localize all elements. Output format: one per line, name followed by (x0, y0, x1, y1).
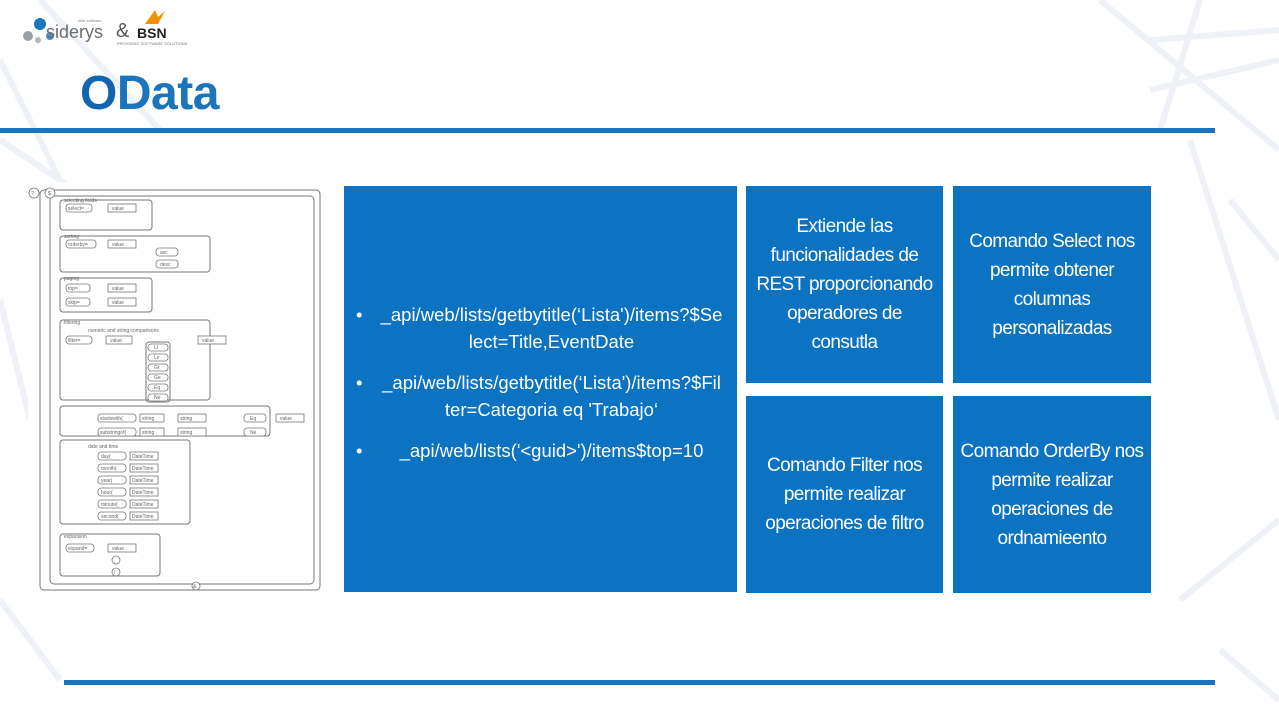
siderys-logo-icon (23, 18, 54, 43)
siderys-tagline: elite software (78, 18, 102, 23)
diagram-keyword: second( (101, 514, 119, 520)
diagram-value: string (180, 430, 192, 436)
diagram-punct: / (114, 570, 116, 576)
list-item: _api/web/lists/getbytitle(‘Lista')/items… (356, 301, 723, 355)
diagram-value: value (112, 242, 124, 248)
tile-orderby-command: Comando OrderBy nos permite realizar ope… (953, 396, 1151, 593)
diagram-section-label: sorting (64, 234, 79, 240)
logo: siderys elite software & BSN PROVIDING S… (20, 8, 200, 50)
diagram-operator: Eq (154, 385, 160, 391)
diagram-keyword: expand= (68, 546, 87, 552)
tile-select-command: Comando Select nos permite obtener colum… (953, 186, 1151, 383)
diagram-end-symbol: & (193, 584, 197, 590)
diagram-keyword: top= (68, 286, 78, 292)
title-initial: O (80, 67, 117, 120)
diagram-operator: Ne (154, 395, 161, 401)
bsn-tagline: PROVIDING SOFTWARE SOLUTIONS (117, 41, 188, 46)
diagram-start-symbol: ? (31, 191, 34, 197)
diagram-keyword: minute( (101, 502, 118, 508)
diagram-keyword: select= (68, 206, 84, 212)
title-underline (0, 128, 1215, 133)
diagram-keyword: month( (101, 466, 117, 472)
diagram-value: desc (160, 262, 171, 268)
diagram-keyword: year( (101, 478, 113, 484)
bsn-logo-icon (145, 10, 165, 24)
diagram-value: DateTime (132, 490, 154, 496)
diagram-value: DateTime (132, 466, 154, 472)
diagram-keyword: startswith( (100, 416, 123, 422)
diagram-value: value (112, 546, 124, 552)
diagram-value: value (280, 416, 292, 422)
diagram-keyword: hour( (101, 490, 113, 496)
diagram-section-label: filtering (64, 320, 80, 326)
query-examples-list: _api/web/lists/getbytitle(‘Lista')/items… (344, 301, 737, 478)
diagram-value: DateTime (132, 454, 154, 460)
diagram-section-label: expansion (64, 534, 87, 540)
tile-filter-command: Comando Filter nos permite realizar oper… (746, 396, 943, 593)
diagram-value: value (110, 338, 122, 344)
diagram-value: asc (160, 250, 168, 256)
diagram-keyword: day( (101, 454, 111, 460)
ampersand: & (116, 20, 130, 42)
title-rest: Data (116, 67, 220, 120)
bsn-wordmark: BSN (137, 25, 167, 41)
diagram-section-label: paging (64, 276, 79, 282)
diagram-operator: Gt (154, 365, 160, 371)
diagram-value: value (112, 206, 124, 212)
footer-rule (64, 680, 1215, 685)
diagram-section-label: selecting fields (64, 198, 97, 204)
siderys-wordmark: siderys (46, 22, 104, 42)
diagram-punct: , (114, 558, 115, 564)
diagram-value: string (142, 416, 154, 422)
diagram-keyword: substringof( (100, 430, 126, 436)
tile-rest-operators: Extiende las funcionalidades de REST pro… (746, 186, 943, 383)
diagram-value: DateTime (132, 502, 154, 508)
diagram-operator: Ne (250, 430, 257, 436)
diagram-value: DateTime (132, 478, 154, 484)
diagram-value: value (112, 300, 124, 306)
list-item: _api/web/lists('<guid>')/items$top=10 (356, 437, 723, 464)
diagram-operator: Ge (154, 375, 161, 381)
diagram-value: string (142, 430, 154, 436)
diagram-value: value (112, 286, 124, 292)
odata-syntax-diagram: ? $ selecting fields sorting paging filt… (28, 182, 328, 600)
diagram-keyword: skip= (68, 300, 80, 306)
diagram-keyword: filter= (68, 338, 80, 344)
diagram-operator: Le (154, 355, 160, 361)
list-item: _api/web/lists/getbytitle(‘Lista')/items… (356, 369, 723, 423)
diagram-operator: Lt (154, 345, 159, 351)
diagram-section-label: date and time (88, 444, 119, 450)
query-examples-tile: _api/web/lists/getbytitle(‘Lista')/items… (344, 186, 737, 592)
diagram-value: string (180, 416, 192, 422)
diagram-value: value (202, 338, 214, 344)
page-title: OData (80, 66, 219, 121)
diagram-keyword: orderby= (68, 242, 88, 248)
diagram-start-symbol: $ (48, 191, 51, 197)
diagram-section-label: numeric and string comparisons (88, 328, 159, 334)
diagram-value: DateTime (132, 514, 154, 520)
diagram-operator: Eq (250, 416, 256, 422)
